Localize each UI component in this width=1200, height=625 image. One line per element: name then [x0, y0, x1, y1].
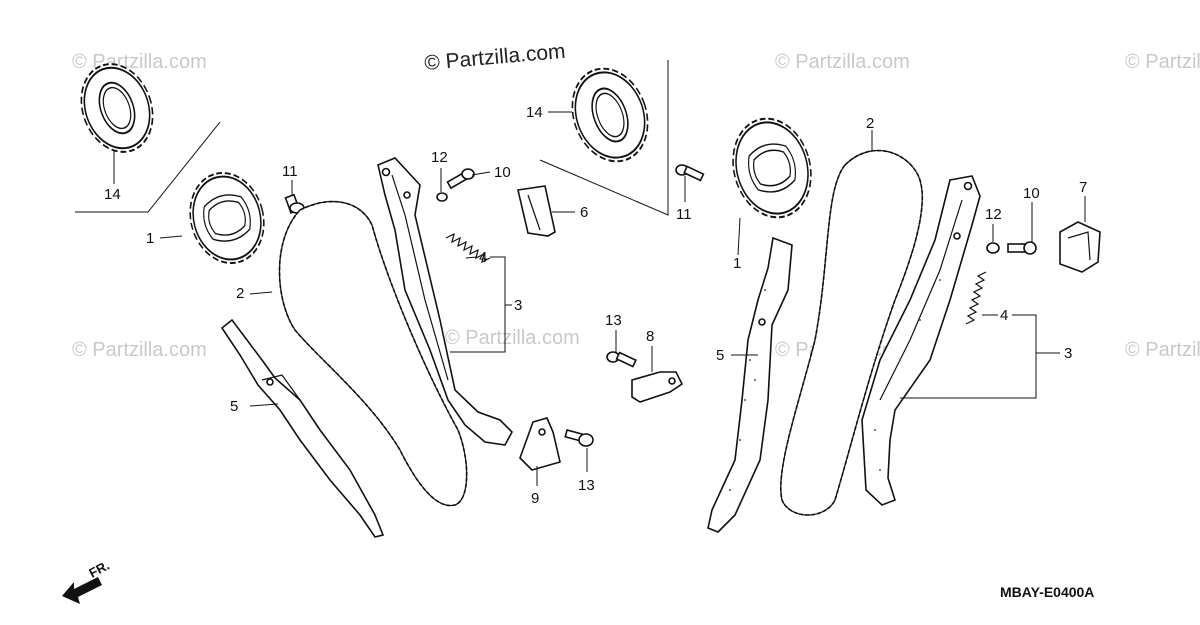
reference-bracket-left: [75, 121, 221, 213]
washer-12-left: [436, 192, 448, 202]
callout-3: 3: [1064, 345, 1072, 362]
bolt-13-upper: [606, 351, 637, 368]
leader-lines: [113, 111, 1086, 486]
watermark-text: © Partzilla.com: [1125, 339, 1200, 361]
callout-2: 2: [236, 285, 244, 302]
callout-10: 10: [1023, 185, 1040, 202]
bracket-8: [631, 371, 684, 403]
chain-guide-5-left: [220, 318, 385, 538]
cam-sprocket-14-left: [80, 63, 154, 153]
tensioner-arm-3-right: [861, 175, 981, 506]
reference-bracket-right: [539, 60, 669, 216]
tensioner-spring-4-left: [445, 232, 491, 264]
cam-sprocket-14-right: [571, 67, 649, 163]
watermark-text: © Partzilla.com: [1125, 51, 1200, 73]
callout-1: 1: [733, 255, 741, 272]
callout-13: 13: [578, 477, 595, 494]
watermark-text: © Partzilla.com: [72, 339, 207, 361]
callout-1: 1: [146, 230, 154, 247]
callout-14: 14: [104, 186, 121, 203]
cam-sprocket-1-left: [189, 172, 265, 264]
bolt-10-right: [1007, 241, 1037, 255]
callout-3: 3: [514, 297, 522, 314]
callout-7: 7: [1079, 179, 1087, 196]
callout-6: 6: [580, 204, 588, 221]
chain-guide-6: [517, 185, 556, 237]
tensioner-spring-4-right: [965, 271, 987, 325]
bolt-13-lower: [564, 429, 594, 447]
callout-12: 12: [431, 149, 448, 166]
callout-13: 13: [605, 312, 622, 329]
callout-5: 5: [716, 347, 724, 364]
watermark-text: © Partzilla.com: [72, 51, 207, 73]
bolt-11-right: [675, 164, 705, 182]
callout-5: 5: [230, 398, 238, 415]
plate-9: [519, 417, 561, 471]
callout-labels: 14 1 11 2 12 10 4 3 6 5 13 8 9 13 14 11 …: [104, 104, 1087, 507]
front-direction-arrow: FR.: [62, 558, 112, 604]
callout-12: 12: [985, 206, 1002, 223]
chain-guide-5-right: [707, 236, 793, 533]
bolt-10-left: [446, 168, 475, 190]
tensioner-arm-3-left: [377, 157, 513, 446]
callout-11: 11: [676, 206, 692, 223]
diagram-code: MBAY-E0400A: [1000, 584, 1094, 600]
callout-11: 11: [282, 163, 298, 180]
cam-chain-2-left: [278, 200, 468, 507]
callout-8: 8: [646, 328, 654, 345]
chain-guide-7: [1059, 221, 1101, 273]
callout-10: 10: [494, 164, 511, 181]
callout-14: 14: [526, 104, 543, 121]
front-label: FR.: [86, 558, 112, 581]
cam-chain-2-right: [780, 149, 924, 516]
watermark-main: © Partzilla.com: [423, 40, 566, 75]
washer-12-right: [986, 242, 1000, 254]
callout-2: 2: [866, 115, 874, 132]
callout-4: 4: [1000, 307, 1008, 324]
callout-9: 9: [531, 490, 539, 507]
watermark-text: © Partzilla.com: [445, 327, 580, 349]
watermark-text: © Partzilla.com: [775, 51, 910, 73]
cam-sprocket-1-right: [732, 117, 812, 219]
callout-4: 4: [479, 249, 487, 266]
